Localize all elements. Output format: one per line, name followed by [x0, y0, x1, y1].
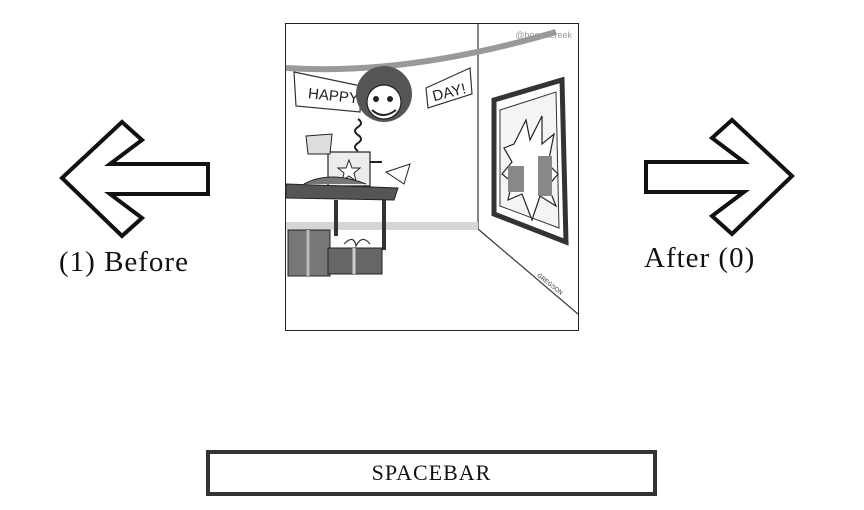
comic-credit: @bogartcreek — [515, 30, 572, 40]
spacebar-button[interactable]: SPACEBAR — [206, 450, 657, 496]
before-label[interactable]: (1) Before — [59, 246, 189, 278]
banner-left-text: HAPPY — [307, 85, 359, 107]
comic-illustration: HAPPY DAY! GREGSON — [286, 24, 578, 315]
after-label[interactable]: After (0) — [644, 242, 756, 274]
arrow-left-icon[interactable] — [58, 118, 212, 240]
comic-signature: GREGSON — [535, 273, 563, 297]
comic-image: HAPPY DAY! GREGSON @bogartc — [285, 23, 579, 331]
arrow-right-icon[interactable] — [640, 116, 796, 238]
